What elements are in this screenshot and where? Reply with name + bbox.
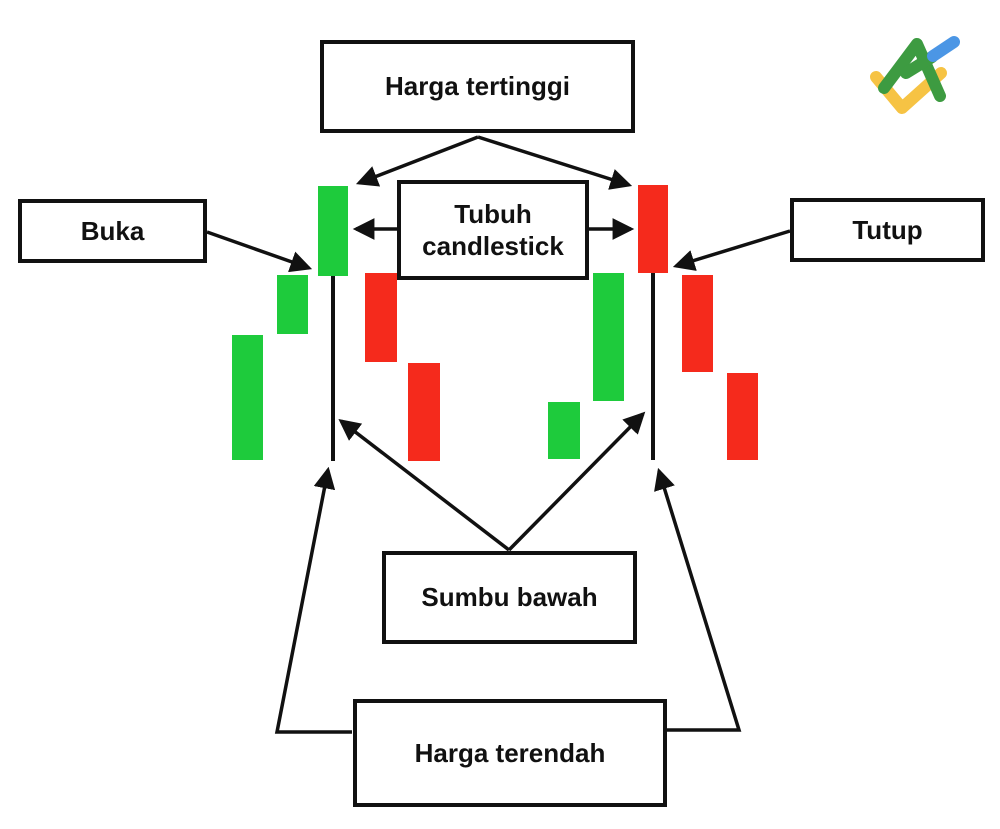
logo-blue-tip bbox=[927, 36, 960, 62]
candles-layer bbox=[232, 185, 758, 461]
label-box-tubuh-candlestick: Tubuh candlestick bbox=[397, 180, 589, 280]
label-box-tutup: Tutup bbox=[790, 198, 985, 262]
arrow-tutup-to-red-close bbox=[672, 229, 791, 271]
arrows-layer bbox=[206, 135, 791, 734]
candle-bullish bbox=[593, 273, 624, 401]
candle-bullish bbox=[277, 275, 308, 334]
candle-bullish bbox=[548, 402, 580, 459]
candle-bullish bbox=[318, 186, 348, 276]
label-harga-terendah: Harga terendah bbox=[414, 737, 606, 768]
label-box-sumbu-bawah: Sumbu bawah bbox=[382, 551, 637, 644]
arrow-sumbu-to-green-wick bbox=[338, 419, 511, 552]
candle-bearish bbox=[727, 373, 758, 460]
candle-bearish bbox=[638, 185, 668, 273]
candle-bearish bbox=[408, 363, 440, 461]
arrow-terendah-to-green-wick bbox=[274, 466, 352, 734]
label-sumbu-bawah: Sumbu bawah bbox=[421, 582, 598, 613]
logo-green-upline bbox=[900, 51, 938, 79]
arrow-tertinggi-to-green-top bbox=[355, 135, 479, 187]
label-box-buka: Buka bbox=[18, 199, 207, 263]
arrow-buka-to-green-open bbox=[206, 230, 313, 273]
label-harga-tertinggi: Harga tertinggi bbox=[385, 71, 570, 102]
arrow-tertinggi-to-red-top bbox=[477, 135, 633, 190]
label-box-harga-terendah: Harga terendah bbox=[353, 699, 667, 807]
label-buka: Buka bbox=[80, 215, 145, 246]
candle-bearish bbox=[365, 273, 397, 362]
label-tubuh-candlestick: Tubuh candlestick bbox=[422, 198, 564, 262]
candle-bearish bbox=[682, 275, 713, 372]
label-box-harga-tertinggi: Harga tertinggi bbox=[320, 40, 635, 133]
candle-bullish bbox=[232, 335, 263, 460]
liteforex-logo-icon bbox=[870, 36, 960, 114]
logo-green-zigzag bbox=[878, 38, 946, 102]
label-tutup: Tutup bbox=[852, 214, 923, 245]
arrow-terendah-to-red-wick bbox=[654, 467, 742, 732]
wicks-layer bbox=[331, 273, 655, 461]
arrow-sumbu-to-red-wick bbox=[507, 411, 646, 552]
